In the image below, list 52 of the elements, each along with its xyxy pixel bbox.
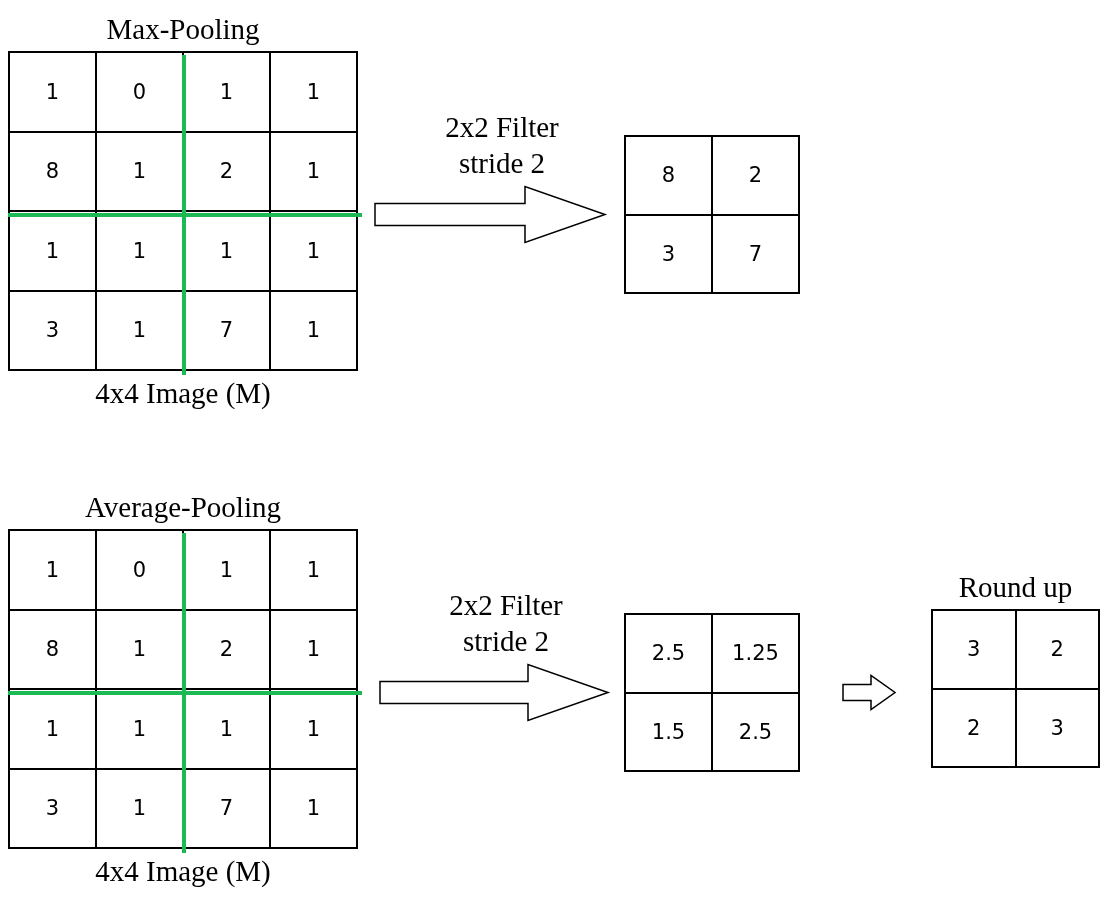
cell-value: 1 <box>97 291 182 369</box>
cell-value: 2 <box>1016 611 1098 688</box>
cell-value: 1 <box>271 690 356 768</box>
cell-value: 1 <box>271 531 356 609</box>
cell-value: 2 <box>933 689 1015 766</box>
cell-value: 1 <box>10 212 95 290</box>
cell-value: 0 <box>97 531 182 609</box>
cell-value: 1 <box>271 610 356 688</box>
cell-value: 2 <box>184 132 269 210</box>
cell-value: 1 <box>10 53 95 131</box>
cell-value: 2.5 <box>626 615 711 692</box>
grid-title: Max-Pooling <box>106 12 260 47</box>
cell-value: 7 <box>713 215 798 292</box>
grid-caption: 4x4 Image (M) <box>95 854 271 889</box>
cell-value: 3 <box>1016 689 1098 766</box>
cell-value: 1 <box>184 212 269 290</box>
cell-value: 2.5 <box>713 693 798 770</box>
block-arrow <box>842 674 897 711</box>
cell-value: 8 <box>10 610 95 688</box>
grid-title: Round up <box>958 570 1073 605</box>
cell-value: 1.5 <box>626 693 711 770</box>
cell-value: 2 <box>713 137 798 214</box>
cell-value: 3 <box>10 291 95 369</box>
cell-value: 8 <box>10 132 95 210</box>
cell-value: 1 <box>271 212 356 290</box>
cell-value: 1 <box>97 212 182 290</box>
cell-value: 1 <box>271 291 356 369</box>
cell-value: 1 <box>97 610 182 688</box>
cell-value: 1 <box>184 53 269 131</box>
cell-value: 1 <box>271 53 356 131</box>
cell-value: 3 <box>626 215 711 292</box>
cell-value: 2 <box>184 610 269 688</box>
cell-value: 1 <box>97 690 182 768</box>
grid-title: Average-Pooling <box>85 490 281 525</box>
cell-value: 1 <box>10 690 95 768</box>
block-arrow <box>374 185 608 244</box>
cell-value: 3 <box>10 769 95 847</box>
cell-value: 1.25 <box>713 615 798 692</box>
cell-value: 1 <box>184 690 269 768</box>
cell-value: 1 <box>97 769 182 847</box>
cell-value: 8 <box>626 137 711 214</box>
block-arrow <box>379 663 611 722</box>
cell-value: 1 <box>271 769 356 847</box>
cell-value: 7 <box>184 769 269 847</box>
cell-value: 7 <box>184 291 269 369</box>
cell-value: 0 <box>97 53 182 131</box>
cell-value: 1 <box>97 132 182 210</box>
cell-value: 1 <box>271 132 356 210</box>
grid-caption: 4x4 Image (M) <box>95 376 271 411</box>
cell-value: 3 <box>933 611 1015 688</box>
cell-value: 1 <box>10 531 95 609</box>
cell-value: 1 <box>184 531 269 609</box>
